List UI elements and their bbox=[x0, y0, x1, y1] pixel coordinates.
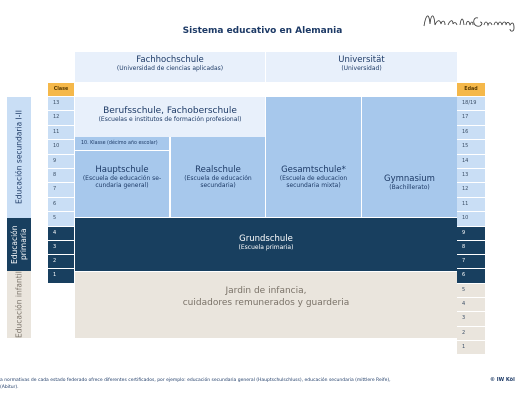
edad-cell: 14 bbox=[457, 154, 485, 169]
universitaet-sub: (Universidad) bbox=[341, 65, 382, 72]
clase-header: Clase bbox=[48, 83, 74, 96]
edad-cell: 12 bbox=[457, 183, 485, 198]
grundschule-block: Grundschule (Escuela primaria) bbox=[75, 218, 457, 271]
edad-cell: 3 bbox=[457, 312, 485, 327]
hauptschule-name: Hauptschule bbox=[95, 165, 149, 175]
side-label-secundaria: Educación secundaria I-II bbox=[7, 97, 31, 218]
gymnasium-name: Gymnasium bbox=[384, 174, 435, 184]
gesamtschule-sub1: (Escuela de educacion bbox=[279, 175, 348, 182]
edad-cell: 9 bbox=[457, 226, 485, 241]
gymnasium-block: Gymnasium (Bachillerato) bbox=[361, 97, 457, 217]
side-label-primaria: Educación primaria bbox=[7, 218, 31, 271]
kindergarten-line2: cuidadores remunerados y guarderia bbox=[182, 298, 350, 308]
edad-column: 18/19 17 16 15 14 13 12 11 10 9 8 7 6 5 … bbox=[457, 97, 485, 356]
edad-cell: 8 bbox=[457, 240, 485, 256]
made-in-germany-signature bbox=[423, 15, 515, 32]
side-label-secundaria-text: Educación secundaria I-II bbox=[14, 110, 24, 205]
clase-cell: 4 bbox=[48, 226, 74, 241]
universitaet-name: Universität bbox=[338, 55, 385, 65]
edad-cell: 13 bbox=[457, 168, 485, 184]
gesamtschule-sub2: secundaria mixta) bbox=[286, 182, 341, 189]
klasse10-strip: 10. Klasse (décimo año escolar) bbox=[75, 137, 169, 150]
clase-cell: 11 bbox=[48, 125, 74, 141]
clase-cell: 1 bbox=[48, 269, 74, 284]
edad-cell: 16 bbox=[457, 125, 485, 141]
edad-cell: 18/19 bbox=[457, 97, 485, 112]
clase-cell: 8 bbox=[48, 168, 74, 184]
berufsschule-sub: (Escuelas e institutos de formación prof… bbox=[98, 116, 242, 123]
edad-cell: 10 bbox=[457, 212, 485, 227]
fachhochschule-block: Fachhochschule (Universidad de ciencias … bbox=[75, 52, 265, 82]
side-label-infantil-text: Educación infantil bbox=[14, 271, 24, 338]
clase-cell: 7 bbox=[48, 183, 74, 198]
gesamtschule-name: Gesamtschule* bbox=[281, 165, 346, 175]
universitaet-block: Universität (Universidad) bbox=[265, 52, 457, 82]
footnote: a normativas de cada estado federado ofr… bbox=[0, 377, 470, 391]
clase-cell: 6 bbox=[48, 197, 74, 213]
gesamtschule-block: Gesamtschule* (Escuela de educacion secu… bbox=[265, 97, 361, 217]
edad-cell: 5 bbox=[457, 283, 485, 298]
clase-column: 13 12 11 10 9 8 7 6 5 4 3 2 1 bbox=[48, 97, 74, 284]
kindergarten-line1: Jardin de infancia, bbox=[225, 286, 307, 296]
realschule-block: Realschule (Escuela de educación secunda… bbox=[170, 137, 265, 217]
clase-cell: 9 bbox=[48, 154, 74, 169]
footnote-line2: (Abitur). bbox=[0, 385, 19, 390]
realschule-sub1: (Escuela de educación bbox=[184, 175, 252, 182]
edad-header: Edad bbox=[457, 83, 485, 96]
edad-cell: 2 bbox=[457, 326, 485, 342]
kindergarten-block: Jardin de infancia, cuidadores remunerad… bbox=[75, 272, 457, 338]
realschule-name: Realschule bbox=[195, 165, 241, 175]
edad-cell: 15 bbox=[457, 140, 485, 155]
gymnasium-sub: (Bachillerato) bbox=[389, 184, 430, 191]
edad-cell: 11 bbox=[457, 197, 485, 213]
footnote-line1: a normativas de cada estado federado ofr… bbox=[0, 378, 391, 383]
berufsschule-block: Berufsschule, Fachoberschule (Escuelas e… bbox=[75, 97, 265, 137]
edad-cell: 4 bbox=[457, 297, 485, 313]
grundschule-sub: (Escuela primaria) bbox=[238, 244, 294, 251]
fachhochschule-name: Fachhochschule bbox=[136, 55, 204, 65]
hauptschule-sub1: (Escuela de educación se- bbox=[82, 175, 162, 182]
edad-cell: 6 bbox=[457, 269, 485, 284]
fachhochschule-sub: (Universidad de ciencias aplicadas) bbox=[116, 65, 224, 72]
grundschule-name: Grundschule bbox=[239, 234, 293, 244]
berufsschule-name: Berufsschule, Fachoberschule bbox=[103, 106, 237, 116]
clase-cell: 3 bbox=[48, 240, 74, 256]
edad-cell: 17 bbox=[457, 111, 485, 126]
hauptschule-block: Hauptschule (Escuela de educación se- cu… bbox=[75, 151, 169, 217]
edad-cell: 7 bbox=[457, 255, 485, 270]
copyright: © IW Köl bbox=[490, 377, 515, 383]
hauptschule-sub2: cundaria general) bbox=[95, 182, 149, 189]
clase-cell: 10 bbox=[48, 140, 74, 155]
clase-cell: 12 bbox=[48, 111, 74, 126]
clase-cell: 5 bbox=[48, 212, 74, 227]
side-label-infantil: Educación infantil bbox=[7, 271, 31, 338]
page-title: Sistema educativo en Alemania bbox=[182, 26, 343, 36]
side-label-primaria-text: Educación primaria bbox=[10, 225, 28, 264]
edad-cell: 1 bbox=[457, 341, 485, 356]
clase-cell: 13 bbox=[48, 97, 74, 112]
clase-cell: 2 bbox=[48, 255, 74, 270]
klasse10-label: 10. Klasse (décimo año escolar) bbox=[81, 141, 158, 146]
realschule-sub2: secundaria) bbox=[200, 182, 236, 189]
